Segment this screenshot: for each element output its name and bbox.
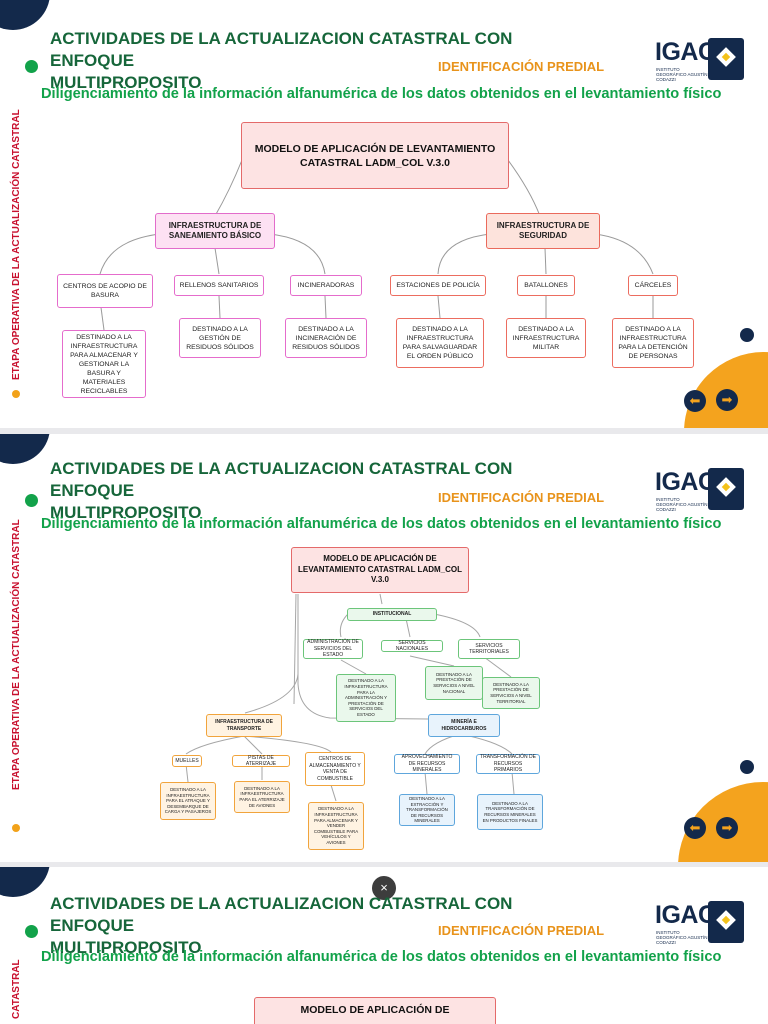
detail-servicios-territoriales: DESTINADO A LA PRESTACIÓN DE SERVICIOS A… (482, 677, 540, 709)
next-slide-button[interactable]: ➡ (716, 817, 738, 839)
igac-logo: IGAC INSTITUTO GEOGRÁFICO AGUSTÍN CODAZZ… (653, 901, 747, 945)
slide-title: ACTIVIDADES DE LA ACTUALIZACION CATASTRA… (50, 29, 513, 92)
node-infraestructura-seguridad: INFRAESTRUCTURA DE SEGURIDAD (486, 213, 600, 249)
node-centros-combustible: CENTROS DE ALMACENAMIENTO Y VENTA DE COM… (305, 752, 365, 786)
arrow-left-icon: ⬅ (689, 820, 701, 835)
detail-muelles: DESTINADO A LA INFRAESTRUCTURA PARA EL A… (160, 782, 216, 820)
slide-subtitle: IDENTIFICACIÓN PREDIAL (438, 59, 605, 74)
slide-subtitle: IDENTIFICACIÓN PREDIAL (438, 923, 605, 938)
detail-administracion-servicios: DESTINADO A LA INFRAESTRUCTURA PARA LA A… (336, 674, 396, 722)
connector-lines (185, 593, 515, 802)
node-mineria-hidrocarburos: MINERÍA E HIDROCARBUROS (428, 714, 500, 737)
root-node: MODELO DE APLICACIÓN DE LEVANTAMIENTO CA… (291, 547, 469, 593)
green-dot-decoration (25, 925, 38, 938)
slide-title: ACTIVIDADES DE LA ACTUALIZACION CATASTRA… (50, 894, 513, 957)
slide-subtitle: IDENTIFICACIÓN PREDIAL (438, 490, 605, 505)
detail-pistas-aterrizaje: DESTINADO A LA INFRAESTRUCTURA PARA EL A… (234, 781, 290, 813)
detail-centros-combustible: DESTINADO A LA INFRAESTRUCTURA PARA ALMA… (308, 802, 364, 850)
igac-logo: IGAC INSTITUTO GEOGRÁFICO AGUSTÍN CODAZZ… (653, 38, 747, 82)
node-administracion-servicios: ADMINISTRACIÓN DE SERVICIOS DEL ESTADO (303, 639, 363, 659)
detail-estaciones-policia: DESTINADO A LA INFRAESTRUCTURA PARA SALV… (396, 318, 484, 368)
navy-dot-decoration (740, 328, 754, 342)
node-batallones: BATALLONES (517, 275, 575, 296)
arrow-right-icon: ➡ (721, 820, 733, 835)
igac-emblem-icon (708, 38, 744, 80)
detail-aprovechamiento-recursos: DESTINADO A LA EXTRACCIÓN Y TRANSFORMACI… (399, 794, 455, 826)
node-institucional: INSTITUCIONAL (347, 608, 437, 621)
detail-centros-acopio: DESTINADO A LA INFRAESTRUCTURA PARA ALMA… (62, 330, 146, 398)
arrow-right-icon: ➡ (721, 392, 733, 407)
slide-1: ⬅ ➡ ACTIVIDADES DE LA ACTUALIZACION CATA… (0, 0, 768, 428)
root-node: MODELO DE APLICACIÓN DE LEVANTAMIENTO CA… (241, 122, 509, 189)
side-label: CATASTRAL (11, 959, 22, 1019)
slide-description: Diligenciamiento de la información alfan… (41, 949, 722, 965)
corner-decoration (0, 867, 50, 897)
igac-emblem-icon (708, 901, 744, 943)
detail-servicios-nacionales: DESTINADO A LA PRESTACIÓN DE SERVICIOS A… (425, 666, 483, 700)
node-aprovechamiento-recursos: APROVECHAMIENTO DE RECURSOS MINERALES (394, 754, 460, 774)
connector-lines (99, 159, 654, 331)
detail-batallones: DESTINADO A LA INFRAESTRUCTURA MILITAR (506, 318, 586, 358)
detail-incineradoras: DESTINADO A LA INCINERACIÓN DE RESIDUOS … (285, 318, 367, 358)
detail-transformacion-recursos: DESTINADO A LA TRANSFORMACIÓN DE RECURSO… (477, 794, 543, 830)
green-dot-decoration (25, 494, 38, 507)
node-carceles: CÁRCELES (628, 275, 678, 296)
slide-description: Diligenciamiento de la información alfan… (41, 516, 722, 532)
close-button[interactable]: × (372, 876, 396, 900)
next-slide-button[interactable]: ➡ (716, 389, 738, 411)
detail-carceles: DESTINADO A LA INFRAESTRUCTURA PARA LA D… (612, 318, 694, 368)
node-estaciones-policia: ESTACIONES DE POLICÍA (390, 275, 486, 296)
node-muelles: MUELLES (172, 755, 202, 767)
node-infraestructura-transporte: INFRAESTRUCTURA DE TRANSPORTE (206, 714, 282, 737)
slide-description: Diligenciamiento de la información alfan… (41, 86, 722, 102)
igac-logo: IGAC INSTITUTO GEOGRÁFICO AGUSTÍN CODAZZ… (653, 468, 747, 512)
node-rellenos-sanitarios: RELLENOS SANITARIOS (174, 275, 264, 296)
slide-title: ACTIVIDADES DE LA ACTUALIZACION CATASTRA… (50, 459, 513, 522)
slide-2: ⬅ ➡ ACTIVIDADES DE LA ACTUALIZACION CATA… (0, 434, 768, 862)
node-servicios-nacionales: SERVICIOS NACIONALES (381, 640, 443, 652)
prev-slide-button[interactable]: ⬅ (684, 390, 706, 412)
orange-dot-decoration (12, 390, 20, 398)
slide-3: × ACTIVIDADES DE LA ACTUALIZACION CATAST… (0, 867, 768, 1024)
igac-emblem-icon (708, 468, 744, 510)
node-pistas-aterrizaje: PISTAS DE ATERRIZAJE (232, 755, 290, 767)
arrow-left-icon: ⬅ (689, 393, 701, 408)
orange-dot-decoration (12, 824, 20, 832)
navy-dot-decoration (740, 760, 754, 774)
green-dot-decoration (25, 60, 38, 73)
node-saneamiento-basico: INFRAESTRUCTURA DE SANEAMIENTO BÁSICO (155, 213, 275, 249)
detail-rellenos-sanitarios: DESTINADO A LA GESTIÓN DE RESIDUOS SÓLID… (179, 318, 261, 358)
prev-slide-button[interactable]: ⬅ (684, 817, 706, 839)
close-icon: × (380, 880, 388, 895)
node-incineradoras: INCINERADORAS (290, 275, 362, 296)
root-node: MODELO DE APLICACIÓN DE (254, 997, 496, 1024)
node-centros-acopio: CENTROS DE ACOPIO DE BASURA (57, 274, 153, 308)
node-transformacion-recursos: TRANSFORMACIÓN DE RECURSOS PRIMARIOS (476, 754, 540, 774)
node-servicios-territoriales: SERVICIOS TERRITORIALES (458, 639, 520, 659)
